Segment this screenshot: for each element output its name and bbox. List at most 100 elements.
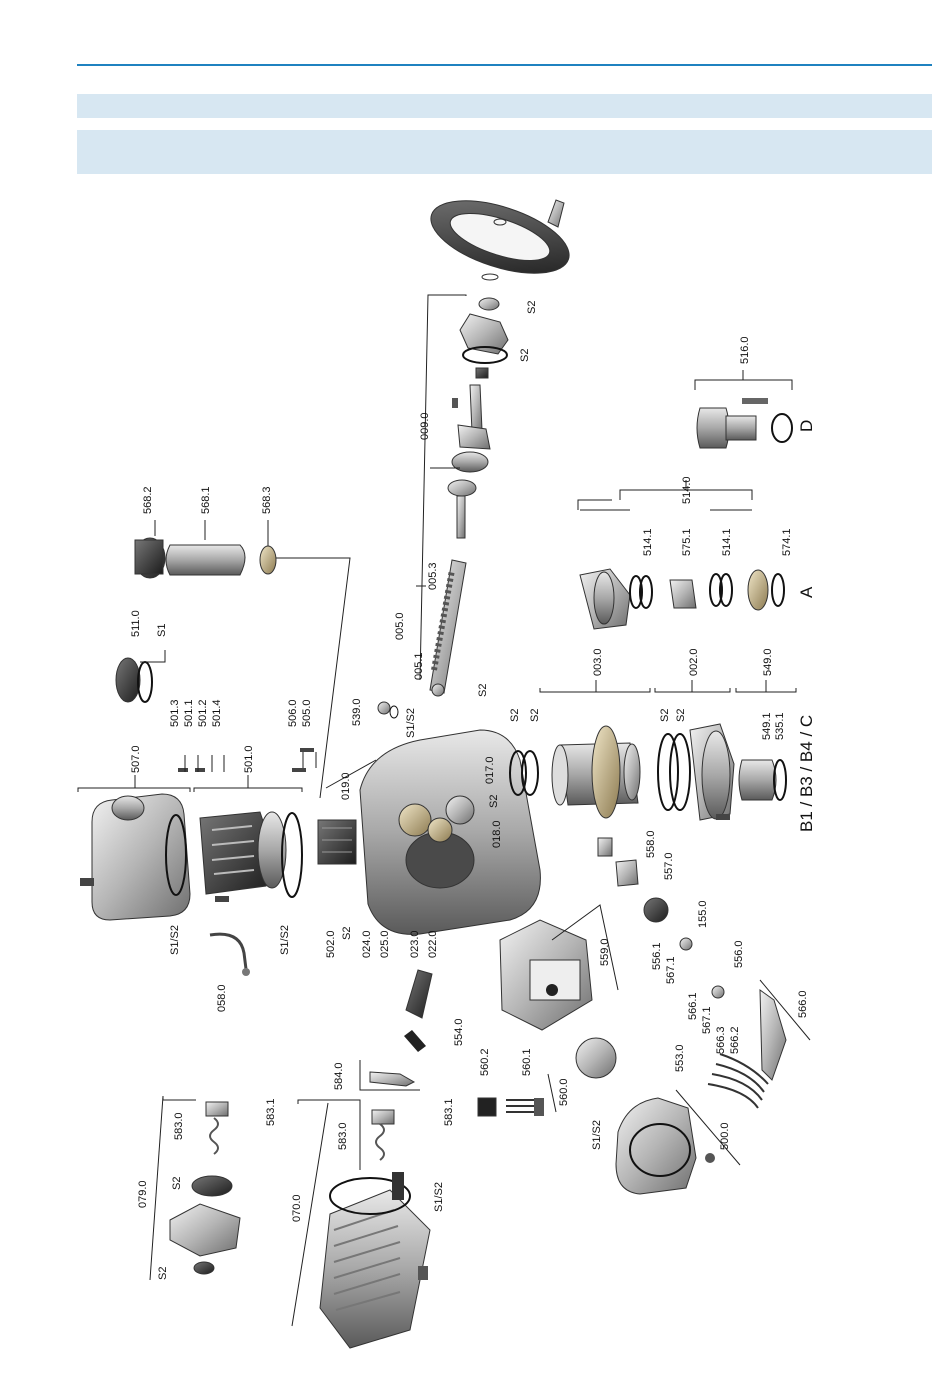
- label-583-0b: 583.0: [337, 1122, 349, 1150]
- label-507-0: 507.0: [130, 745, 142, 773]
- label-575-1: 575.1: [681, 528, 693, 556]
- header-rule: [77, 64, 932, 66]
- control-unit-559: [499, 919, 593, 1031]
- label-501-4: 501.4: [211, 699, 223, 727]
- label-560-0: 560.0: [558, 1078, 570, 1106]
- label-506-0: 506.0: [287, 699, 299, 727]
- label-005-1: 005.1: [413, 652, 425, 680]
- handwheel-shaft-assembly: [447, 297, 509, 539]
- label-s1-a: S1: [156, 624, 168, 637]
- label-025-0: 025.0: [379, 930, 391, 958]
- label-501-3: 501.3: [169, 699, 181, 727]
- label-023-0: 023.0: [409, 930, 421, 958]
- screw-plug-539: [377, 701, 399, 719]
- label-017-0: 017.0: [484, 756, 496, 784]
- seal-ring-511: [115, 657, 153, 703]
- cover-507: [80, 793, 191, 921]
- label-501-1: 501.1: [183, 699, 195, 727]
- label-s1s2-e: S1/S2: [433, 1182, 445, 1212]
- label-514-0: 514.0: [681, 476, 693, 504]
- output-drive-003: [509, 725, 641, 819]
- label-511-0: 511.0: [130, 610, 142, 637]
- flange-079: [169, 1175, 241, 1275]
- label-005-3: 005.3: [427, 562, 439, 590]
- label-535-1: 535.1: [774, 712, 786, 740]
- label-s2-a: S2: [526, 301, 538, 314]
- handwheel: [430, 199, 570, 281]
- label-567-1a: 567.1: [665, 956, 677, 984]
- label-B1-B3-B4-C: B1 / B3 / B4 / C: [797, 715, 816, 832]
- label-516-0: 516.0: [739, 336, 751, 364]
- label-559-0: 559.0: [599, 938, 611, 966]
- label-567-1b: 567.1: [701, 1006, 713, 1034]
- mounting-flange-002: [657, 723, 735, 821]
- label-s2-g: S2: [675, 709, 687, 722]
- label-501-2: 501.2: [197, 699, 209, 727]
- label-549-1: 549.1: [761, 712, 773, 740]
- label-018-0: 018.0: [491, 820, 503, 848]
- label-022-0: 022.0: [427, 930, 439, 958]
- stem-nut-assembly-514: [579, 568, 785, 630]
- plug-socket-501: [199, 811, 303, 902]
- label-D: D: [797, 420, 816, 432]
- label-539-0: 539.0: [351, 698, 363, 726]
- label-584-0: 584.0: [333, 1062, 345, 1090]
- label-514-1b: 514.1: [721, 528, 733, 556]
- label-556-1: 556.1: [651, 942, 663, 970]
- label-058-0: 058.0: [216, 984, 228, 1012]
- label-505-0: 505.0: [301, 699, 313, 727]
- earth-cable-058: [209, 932, 250, 976]
- label-549-0: 549.0: [762, 648, 774, 676]
- actuator-housing: [317, 729, 541, 935]
- label-s2-f: S2: [659, 709, 671, 722]
- label-501-0: 501.0: [243, 745, 255, 773]
- label-155-0: 155.0: [697, 900, 709, 928]
- label-s2-h: S2: [488, 795, 500, 808]
- heater-560: [477, 1097, 544, 1117]
- label-556-0: 556.0: [733, 940, 745, 968]
- label-s1s2-b: S1/S2: [169, 925, 181, 955]
- worm-shaft: [429, 559, 467, 697]
- label-019-0: 019.0: [340, 772, 352, 800]
- motor-070: [319, 1172, 431, 1349]
- label-583-1b: 583.1: [443, 1098, 455, 1126]
- output-drive-516: [696, 398, 793, 449]
- label-070-0: 070.0: [291, 1194, 303, 1222]
- label-079-0: 079.0: [137, 1180, 149, 1208]
- label-s1s2-c: S1/S2: [279, 925, 291, 955]
- label-009-0: 009.0: [419, 412, 431, 440]
- header-band-top: [77, 94, 932, 118]
- label-A: A: [797, 586, 816, 598]
- label-560-2: 560.2: [479, 1048, 491, 1076]
- contact-pins: [178, 748, 314, 772]
- part-labels: 507.0 501.0 501.3 501.1 501.2 501.4 506.…: [130, 301, 816, 1280]
- label-024-0: 024.0: [361, 930, 373, 958]
- protective-tube-568: [134, 537, 351, 799]
- label-568-1: 568.1: [200, 486, 212, 514]
- label-583-1a: 583.1: [265, 1098, 277, 1126]
- brackets-583-584: [205, 1071, 416, 1161]
- label-566-1: 566.1: [687, 992, 699, 1020]
- socket-554: [404, 969, 433, 1052]
- label-502-0: 502.0: [325, 930, 337, 958]
- label-002-0: 002.0: [688, 648, 700, 676]
- label-s2-j: S2: [171, 1177, 183, 1190]
- label-568-3: 568.3: [261, 486, 273, 514]
- label-s1s2-a: S1/S2: [405, 708, 417, 738]
- label-574-1: 574.1: [781, 528, 793, 556]
- label-s2-i: S2: [341, 927, 353, 940]
- indicator-disc-553: [575, 1037, 617, 1079]
- label-566-3: 566.3: [715, 1026, 727, 1054]
- label-s2-e: S2: [529, 709, 541, 722]
- label-553-0: 553.0: [674, 1044, 686, 1072]
- label-560-1: 560.1: [521, 1048, 533, 1076]
- label-s2-c: S2: [477, 684, 489, 697]
- label-s1s2-d: S1/S2: [591, 1120, 603, 1150]
- label-s2-d: S2: [509, 709, 521, 722]
- label-568-2: 568.2: [142, 486, 154, 514]
- label-s2-k: S2: [157, 1267, 169, 1280]
- label-554-0: 554.0: [453, 1018, 465, 1046]
- switch-components: [597, 837, 787, 1109]
- leader-lines: [77, 294, 811, 1327]
